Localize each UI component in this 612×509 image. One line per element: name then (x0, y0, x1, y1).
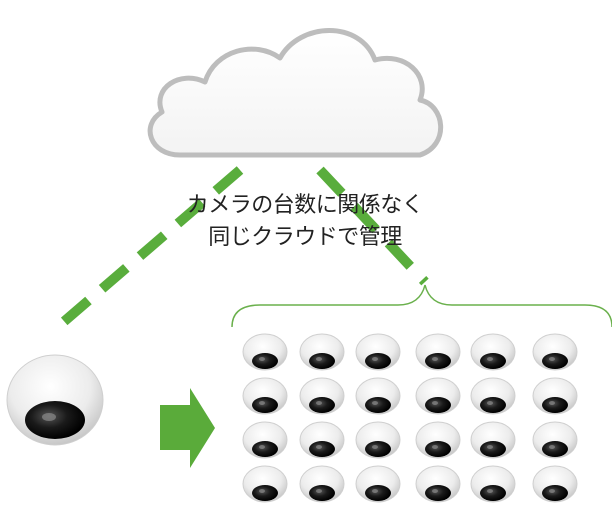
dome-camera-icon (355, 465, 401, 503)
curly-brace-icon (231, 284, 612, 328)
single-dome-camera (6, 354, 104, 446)
dome-camera-icon (299, 333, 345, 371)
camera-grid (242, 333, 578, 503)
dome-camera-icon (242, 465, 288, 503)
dome-camera-icon (470, 377, 516, 415)
dome-camera-icon (299, 377, 345, 415)
dome-camera-icon (415, 421, 461, 459)
dome-camera-icon (415, 465, 461, 503)
caption-line-1: カメラの台数に関係なく (186, 193, 424, 218)
connection-line-left (56, 166, 244, 329)
dome-camera-icon (415, 377, 461, 415)
connection-line-right (316, 166, 429, 286)
dome-camera-icon (355, 333, 401, 371)
dome-camera-icon (242, 333, 288, 371)
dome-camera-icon (415, 333, 461, 371)
dome-camera-icon (470, 465, 516, 503)
dome-camera-icon (532, 333, 578, 371)
dome-camera-icon (532, 465, 578, 503)
dome-camera-icon (532, 377, 578, 415)
dome-camera-icon (355, 421, 401, 459)
caption-line-2: 同じクラウドで管理 (208, 225, 402, 250)
cloud-icon (147, 28, 444, 158)
dome-camera-icon (299, 421, 345, 459)
dome-camera-icon (355, 377, 401, 415)
dome-camera-icon (470, 333, 516, 371)
dome-camera-icon (242, 377, 288, 415)
dome-camera-icon (532, 421, 578, 459)
dome-camera-icon (242, 421, 288, 459)
arrow-right-icon (160, 388, 215, 468)
dome-camera-icon (470, 421, 516, 459)
caption: カメラの台数に関係なく 同じクラウドで管理 (140, 190, 470, 254)
dome-camera-icon (299, 465, 345, 503)
